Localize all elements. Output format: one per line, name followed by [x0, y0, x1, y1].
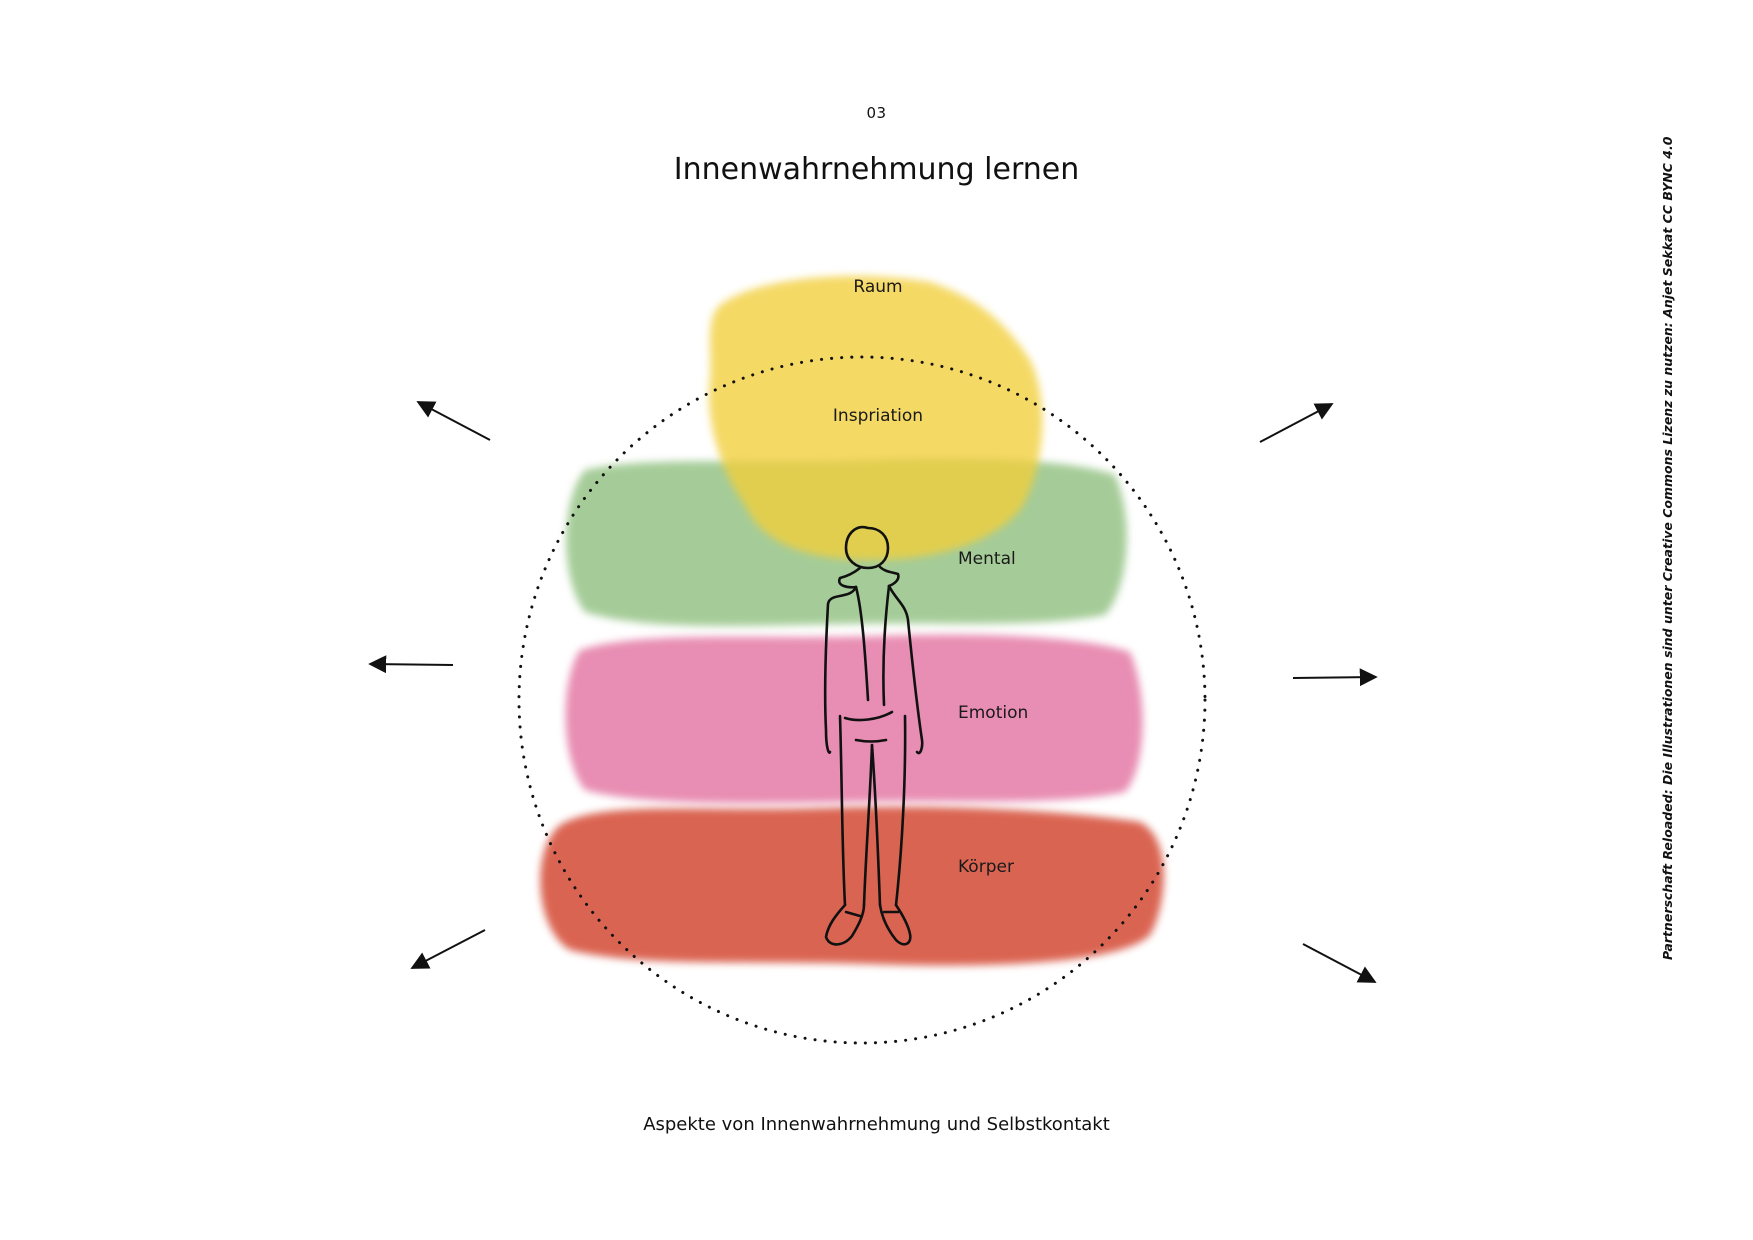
arrow-upper-left: [416, 401, 491, 441]
inspiration-blob: [709, 275, 1043, 561]
arrow-lower-right: [1302, 943, 1377, 983]
label-koerper: Körper: [958, 857, 1014, 877]
label-raum: Raum: [853, 277, 902, 297]
label-emotion: Emotion: [958, 703, 1028, 723]
label-inspiration: Inspriation: [833, 406, 923, 426]
page-number: 03: [866, 104, 887, 122]
arrow-lower-left: [410, 929, 486, 969]
arrow-upper-right: [1259, 403, 1334, 443]
arrow-left: [368, 655, 454, 674]
radial-arrows: [368, 401, 1378, 983]
license-credit: Partnerschaft Reloaded: Die Illustration…: [1660, 136, 1675, 960]
arrow-right: [1292, 668, 1378, 687]
koerper-blob: [540, 806, 1164, 966]
page-title: Innenwahrnehmung lernen: [673, 152, 1080, 187]
diagram-caption: Aspekte von Innenwahrnehmung und Selbstk…: [643, 1114, 1110, 1135]
standing-figure-icon: [823, 525, 924, 946]
label-mental: Mental: [958, 549, 1016, 569]
dotted-circle: [517, 355, 1207, 1045]
